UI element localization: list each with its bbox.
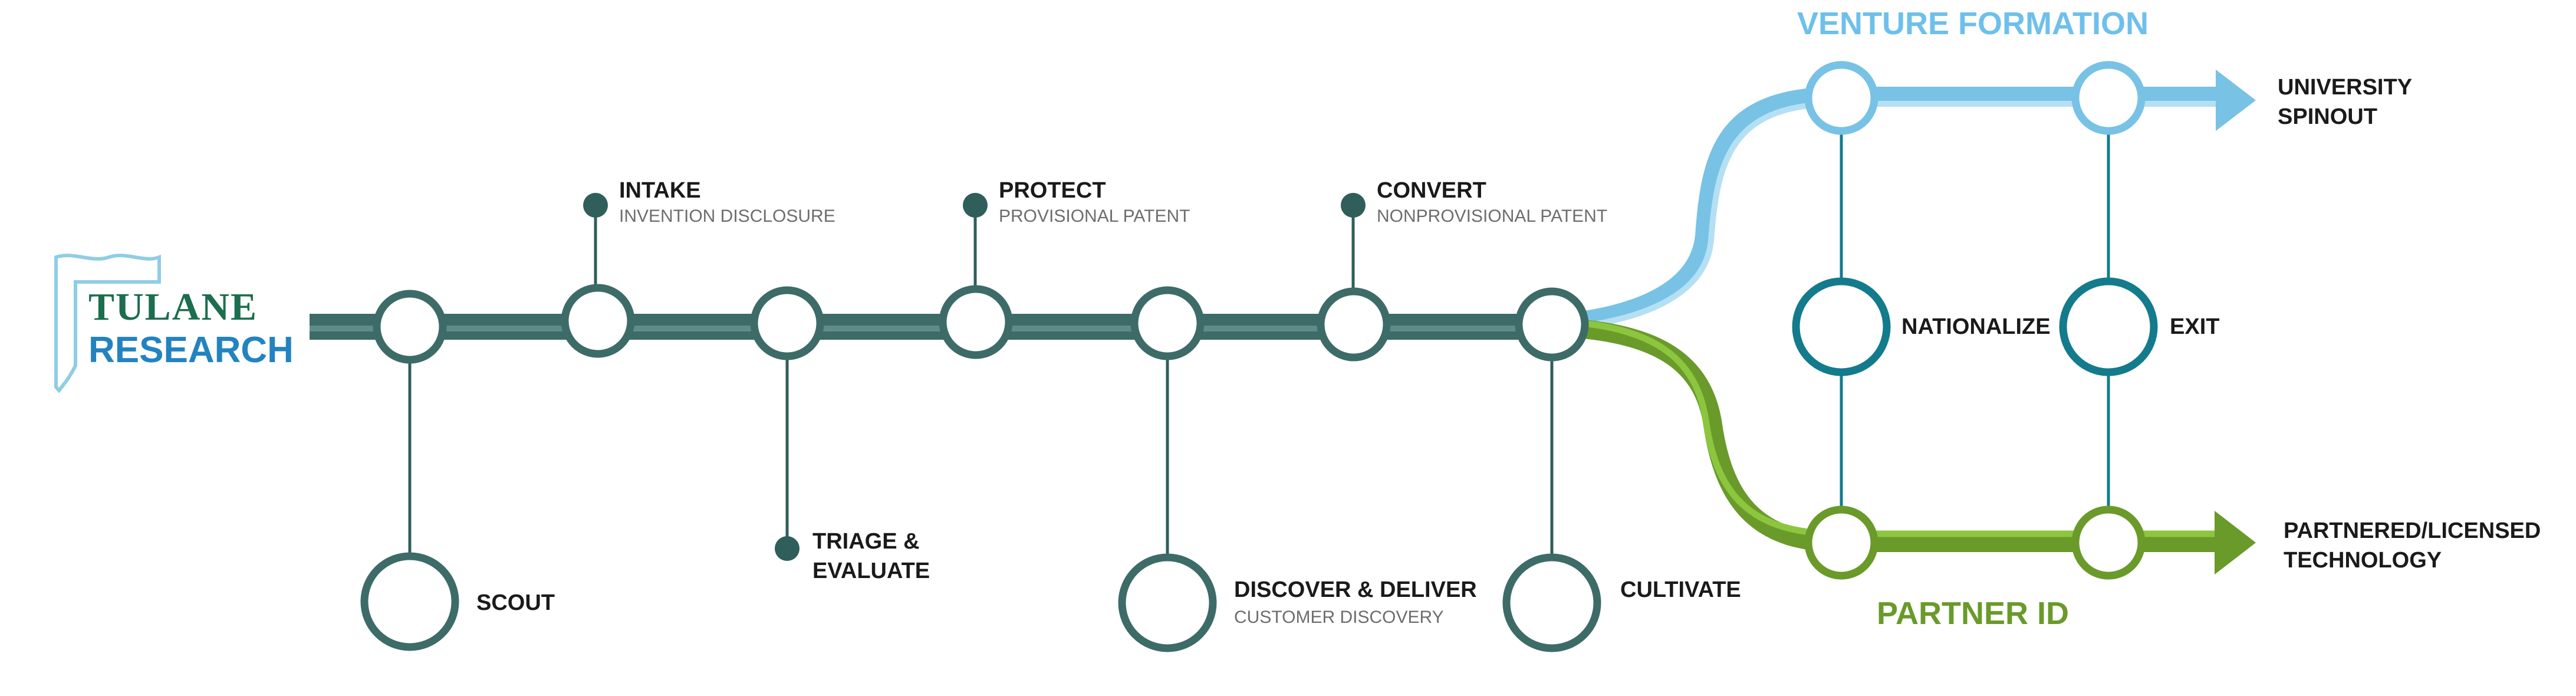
partner-nodes — [1804, 505, 2146, 580]
partner-curve-outer — [1567, 319, 2217, 552]
protect-label: PROTECT — [999, 178, 1106, 203]
convert-sublabel: NONPROVISIONAL PATENT — [1377, 206, 1607, 226]
partner-curve-highlight — [1568, 319, 2217, 537]
milestone-dots — [583, 193, 1366, 561]
main-stems — [408, 205, 1554, 554]
venture-formation-title: VENTURE FORMATION — [1797, 6, 2149, 41]
scout-label: SCOUT — [476, 590, 555, 615]
licensed-label-line2: TECHNOLOGY — [2284, 548, 2442, 573]
discover-sublabel: CUSTOMER DISCOVERY — [1234, 608, 1444, 627]
cultivate-node — [1502, 553, 1601, 652]
partner-id-track — [1567, 319, 2256, 574]
venture-node-left — [1804, 61, 1878, 135]
track-node-1 — [373, 290, 447, 364]
convert-dot — [1341, 193, 1366, 218]
lower-stage-nodes — [360, 552, 1601, 652]
partner-arrowhead — [2215, 511, 2256, 574]
triage-label-line2: EVALUATE — [812, 559, 930, 583]
branch-labels: VENTURE FORMATION PARTNER ID NATIONALIZE… — [1797, 6, 2541, 631]
nationalize-node — [1792, 277, 1891, 376]
venture-nodes — [1804, 61, 2146, 135]
middle-nodes — [1792, 277, 2158, 376]
track-node-5 — [1130, 286, 1205, 360]
scout-node — [360, 552, 459, 651]
intake-dot — [583, 193, 608, 218]
venture-node-right — [2071, 61, 2146, 135]
spinout-label-line1: UNIVERSITY — [2278, 75, 2412, 100]
exit-label: EXIT — [2170, 314, 2219, 339]
logo-shield-outline — [54, 254, 161, 393]
track-node-3 — [750, 286, 824, 360]
spinout-label-line2: SPINOUT — [2278, 104, 2377, 129]
logo-research-text: RESEARCH — [88, 330, 294, 370]
cultivate-label: CULTIVATE — [1620, 577, 1741, 602]
triage-dot — [775, 536, 800, 561]
tulane-research-logo: TULANE RESEARCH — [54, 254, 294, 393]
protect-dot — [963, 193, 988, 218]
convert-label: CONVERT — [1377, 178, 1486, 203]
logo-tulane-text: TULANE — [88, 285, 258, 329]
exit-node — [2059, 277, 2158, 376]
licensed-label-line1: PARTNERED/LICENSED — [2284, 518, 2541, 543]
branch-connectors — [1840, 115, 2110, 519]
triage-label-line1: TRIAGE & — [812, 529, 920, 554]
venture-formation-track — [1567, 70, 2256, 331]
track-node-4 — [939, 285, 1013, 359]
intake-sublabel: INVENTION DISCLOSURE — [619, 206, 835, 226]
track-node-7 — [1515, 287, 1589, 362]
main-track-nodes — [373, 284, 1589, 364]
nationalize-label: NATIONALIZE — [1901, 314, 2051, 339]
discover-node — [1118, 553, 1217, 652]
stage-labels: INTAKE INVENTION DISCLOSURE PROTECT PROV… — [476, 178, 1741, 627]
venture-curve-highlight — [1568, 101, 2217, 331]
discover-label: DISCOVER & DELIVER — [1234, 577, 1477, 602]
track-node-2 — [561, 284, 635, 358]
partner-id-title: PARTNER ID — [1877, 596, 2069, 631]
protect-sublabel: PROVISIONAL PATENT — [999, 206, 1190, 226]
partner-node-right — [2071, 505, 2146, 580]
partner-node-left — [1804, 505, 1878, 580]
venture-curve-outer — [1567, 87, 2217, 331]
intake-label: INTAKE — [619, 178, 701, 203]
track-node-6 — [1317, 287, 1391, 362]
venture-arrowhead — [2216, 70, 2256, 131]
